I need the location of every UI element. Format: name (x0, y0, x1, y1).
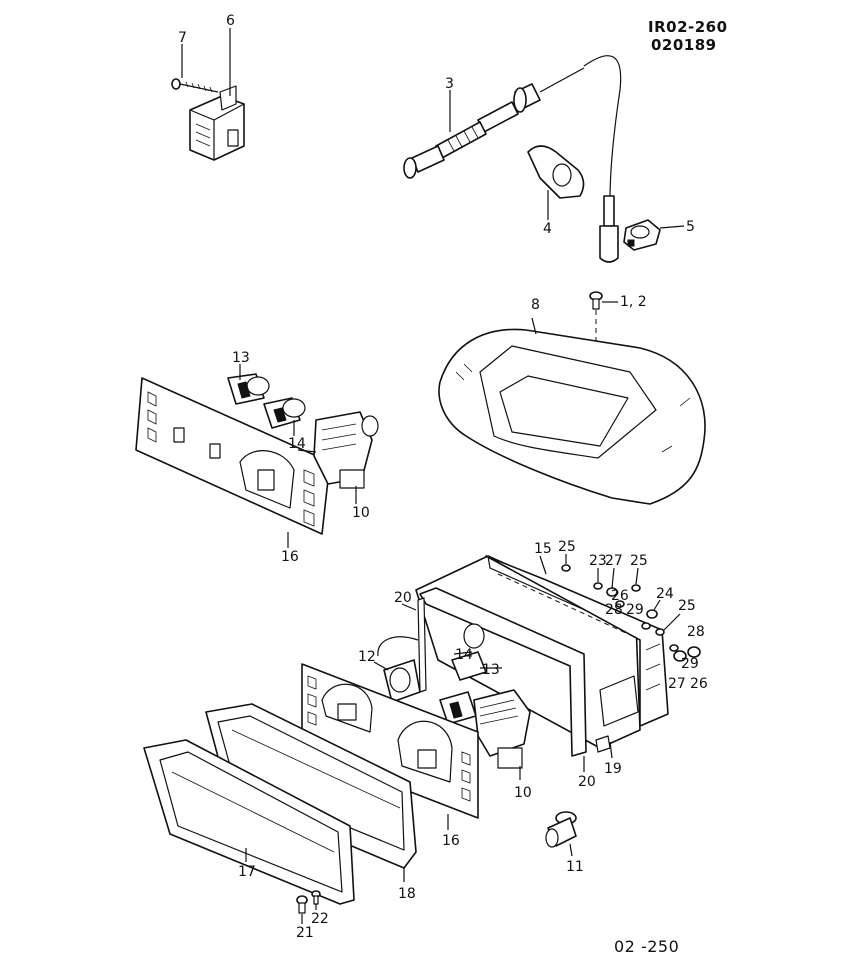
part-3-speedometer-cable (403, 55, 622, 263)
leader-11 (569, 843, 573, 857)
part-14-upper-gauge (263, 397, 306, 429)
part-4-clip (527, 145, 585, 199)
part-17-clear-lens (143, 739, 355, 905)
fastener-25-b (631, 584, 641, 592)
part-1-2-screw (589, 291, 603, 342)
callout-5: 5 (686, 219, 695, 235)
fastener-24 (641, 609, 658, 630)
callout-13-lower: 13 (482, 662, 500, 678)
part-16-upper-circuit-board (135, 377, 331, 535)
callout-27-a: 27 (605, 553, 623, 569)
callout-22: 22 (311, 911, 329, 927)
callout-21: 21 (296, 925, 314, 941)
callout-8: 8 (531, 297, 540, 313)
callout-18: 18 (398, 886, 416, 902)
part-10-lower-speedometer-unit (473, 689, 531, 769)
callout-3: 3 (445, 76, 454, 92)
callout-16-lower: 16 (442, 833, 460, 849)
page-reference: 02 -250 (614, 937, 680, 956)
part-10-upper-speedometer-unit (297, 411, 379, 489)
callout-20-upper: 20 (394, 590, 412, 606)
callout-13-upper: 13 (232, 350, 250, 366)
callout-10-upper: 10 (352, 505, 370, 521)
fastener-25-a (561, 564, 571, 572)
callout-25-c: 25 (678, 598, 696, 614)
callout-15: 15 (534, 541, 552, 557)
callout-17: 17 (238, 864, 256, 880)
callout-20-lower: 20 (578, 774, 596, 790)
callout-25-a: 25 (558, 539, 576, 555)
part-22-screw (311, 890, 321, 905)
leader-14-lower (453, 651, 473, 655)
part-21-screw (296, 895, 308, 914)
callout-4: 4 (543, 221, 552, 237)
callout-14-upper: 14 (288, 436, 306, 452)
diagram-code: IR02-260 (648, 18, 728, 36)
fastener-28-b (669, 644, 679, 652)
fastener-25-c (655, 628, 665, 636)
callout-10-lower: 10 (514, 785, 532, 801)
callout-11: 11 (566, 859, 584, 875)
callout-28-b: 28 (687, 624, 705, 640)
callout-16-upper: 16 (281, 549, 299, 565)
callout-1-2: 1, 2 (620, 294, 647, 310)
callout-19: 19 (604, 761, 622, 777)
diagram-date-code: 020189 (651, 36, 717, 54)
leader-20-upper (401, 603, 417, 611)
fastener-26-b (687, 646, 701, 658)
callout-27-b: 27 (668, 676, 686, 692)
leader-15 (539, 555, 547, 575)
leader-12 (373, 661, 389, 671)
callout-24: 24 (656, 586, 674, 602)
part-15-rear-plate (485, 555, 669, 727)
part-20-frame-bracket (417, 587, 587, 757)
callout-6: 6 (226, 13, 235, 29)
callout-12: 12 (358, 649, 376, 665)
fastener-23 (593, 582, 603, 590)
callout-28-a: 28 (605, 602, 623, 618)
part-13-upper-gauge (227, 373, 270, 405)
leader-24 (653, 599, 661, 611)
fastener-27-b (673, 650, 687, 662)
leader-25-b (635, 567, 639, 585)
part-5-socket (623, 219, 661, 251)
part-13-lower-gauge (439, 691, 477, 725)
callout-29-a: 29 (626, 602, 644, 618)
leader-19 (609, 741, 613, 759)
callout-29-b: 29 (681, 656, 699, 672)
part-7-screw (171, 78, 219, 93)
leader-25-c (663, 613, 681, 631)
callout-26-a: 26 (611, 588, 629, 604)
leader-8 (531, 317, 537, 335)
part-14-lower-gauge (451, 623, 487, 681)
callout-14-lower: 14 (455, 647, 473, 663)
part-12-gauge-motor (377, 636, 421, 703)
callout-26-b: 26 (690, 676, 708, 692)
leader-5 (659, 225, 685, 229)
fastener-26-a (615, 600, 625, 608)
part-8-cluster-hood (438, 328, 706, 505)
leader-27-a (611, 567, 615, 589)
callout-7: 7 (178, 30, 187, 46)
part-16-lower-gauge-face (301, 663, 479, 819)
callout-23: 23 (589, 553, 607, 569)
callout-25-b: 25 (630, 553, 648, 569)
part-6-module (189, 85, 245, 161)
part-11-bulb-socket (545, 811, 577, 848)
